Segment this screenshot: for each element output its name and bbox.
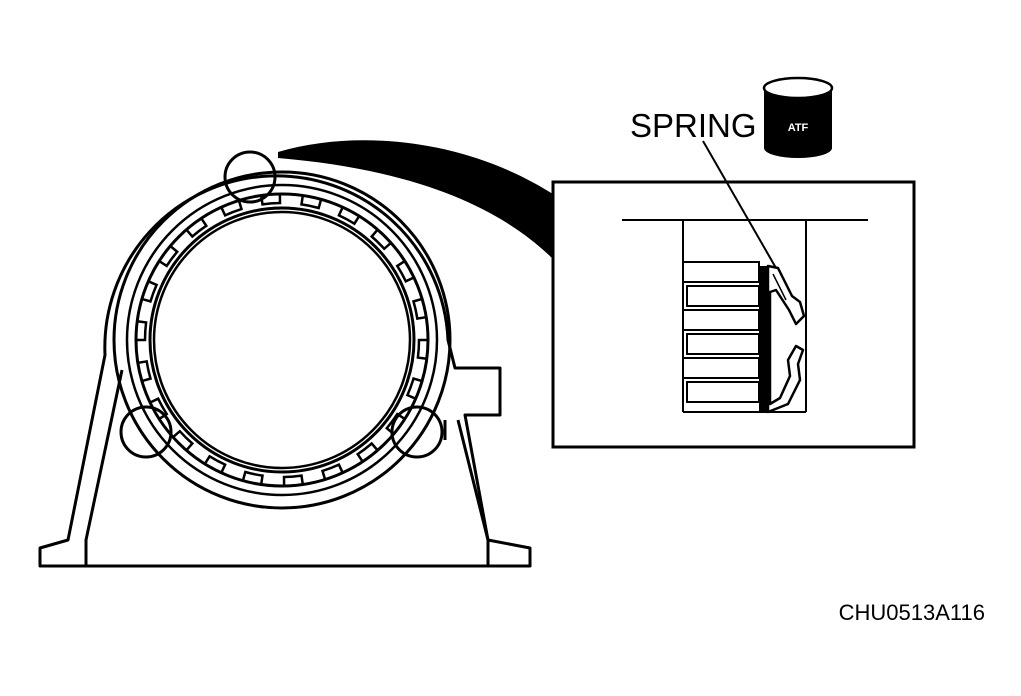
spring-leader-line [702,140,777,269]
spline-tooth [405,377,423,400]
spline-tooth [136,320,148,342]
spline-tooth [416,338,428,360]
spline-tooth [355,441,379,463]
spline-tooth [411,297,427,321]
detail-inset [551,180,916,449]
spline-tooth [369,228,392,251]
spline-tooth [395,260,415,283]
spline-teeth [136,193,428,487]
spring-location-circle-left [119,405,173,459]
spline-tooth [185,217,209,239]
spline-tooth [203,454,227,474]
spring-label: SPRING [630,107,757,144]
figure-code: CHU0513A116 [839,600,985,625]
atf-container-icon: ATF [762,76,834,158]
spline-tooth [337,206,361,226]
spring-location-circle-top [223,150,277,204]
spline-tooth [172,429,195,452]
ring-assembly [112,170,452,510]
spline-tooth [300,195,323,210]
spline-tooth [320,462,344,480]
spline-tooth [259,193,282,206]
spline-tooth [137,359,153,383]
spline-tooth [241,470,264,485]
spring-profile [766,264,806,414]
spline-tooth [282,474,305,487]
spline-tooth [220,200,244,218]
housing [38,174,532,568]
spline-tooth [141,280,159,303]
spline-tooth [149,397,169,420]
bore [152,210,412,470]
spline-tooth [385,412,406,435]
splined-ring [134,192,430,488]
atf-icon-text: ATF [788,122,809,134]
retaining-plate [759,266,768,412]
detail-callout-leader [278,140,556,262]
spline-tooth [158,245,179,268]
spring-location-circle-right [390,405,444,459]
